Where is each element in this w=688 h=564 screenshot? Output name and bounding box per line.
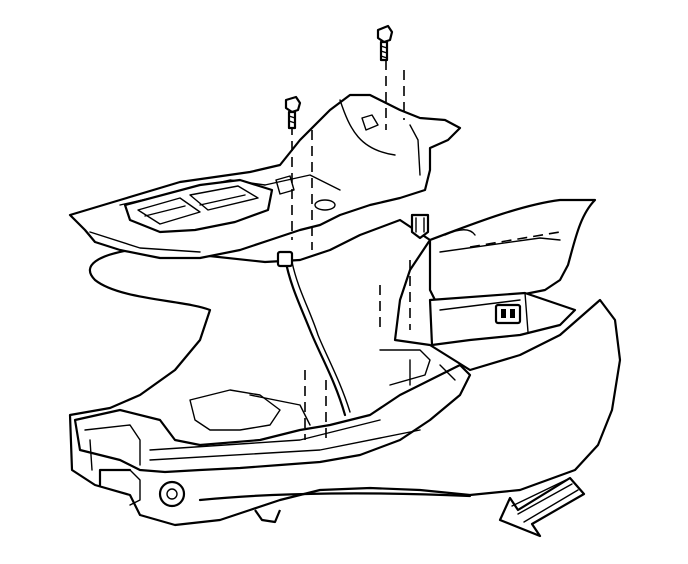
bottom-bracket — [198, 492, 472, 524]
front-direction-arrow-icon — [498, 476, 586, 538]
cup-holder — [123, 178, 274, 234]
bolt-upper-icon — [376, 24, 394, 62]
console-base-front — [73, 349, 472, 474]
switch — [494, 303, 522, 325]
wiring-harness — [276, 250, 351, 417]
mounting-bosses — [275, 114, 379, 211]
clip-right-icon — [410, 213, 430, 240]
front-boss — [98, 468, 186, 508]
storage-compartment — [428, 198, 597, 347]
bolt-left-icon — [284, 95, 302, 130]
